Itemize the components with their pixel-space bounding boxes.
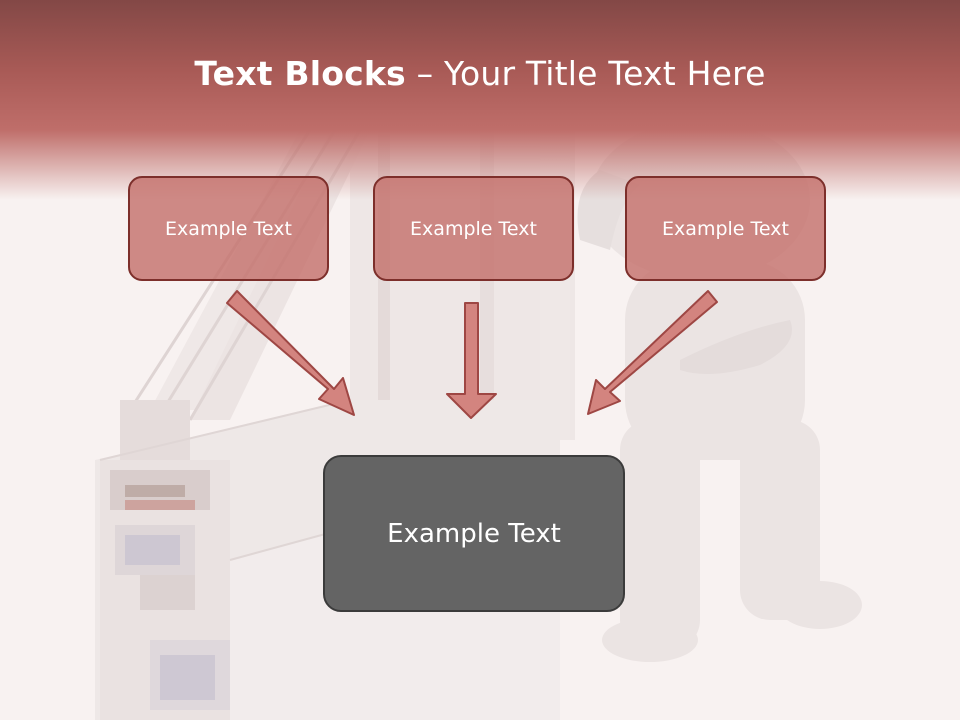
arrow-center — [446, 302, 497, 419]
arrow-left — [226, 290, 355, 416]
main-text-block-label: Example Text — [387, 518, 561, 549]
text-block-1[interactable]: Example Text — [128, 176, 329, 281]
text-block-2[interactable]: Example Text — [373, 176, 574, 281]
text-block-1-label: Example Text — [165, 217, 292, 240]
title-dash: – — [405, 54, 444, 93]
header-band — [0, 0, 960, 200]
title-bold: Text Blocks — [194, 54, 406, 93]
text-block-3-label: Example Text — [662, 217, 789, 240]
title-rest: Your Title Text Here — [443, 54, 766, 93]
text-block-2-label: Example Text — [410, 217, 537, 240]
text-block-3[interactable]: Example Text — [625, 176, 826, 281]
page-title: Text Blocks – Your Title Text Here — [0, 54, 960, 93]
arrow-right — [587, 290, 718, 415]
main-text-block[interactable]: Example Text — [323, 455, 625, 612]
